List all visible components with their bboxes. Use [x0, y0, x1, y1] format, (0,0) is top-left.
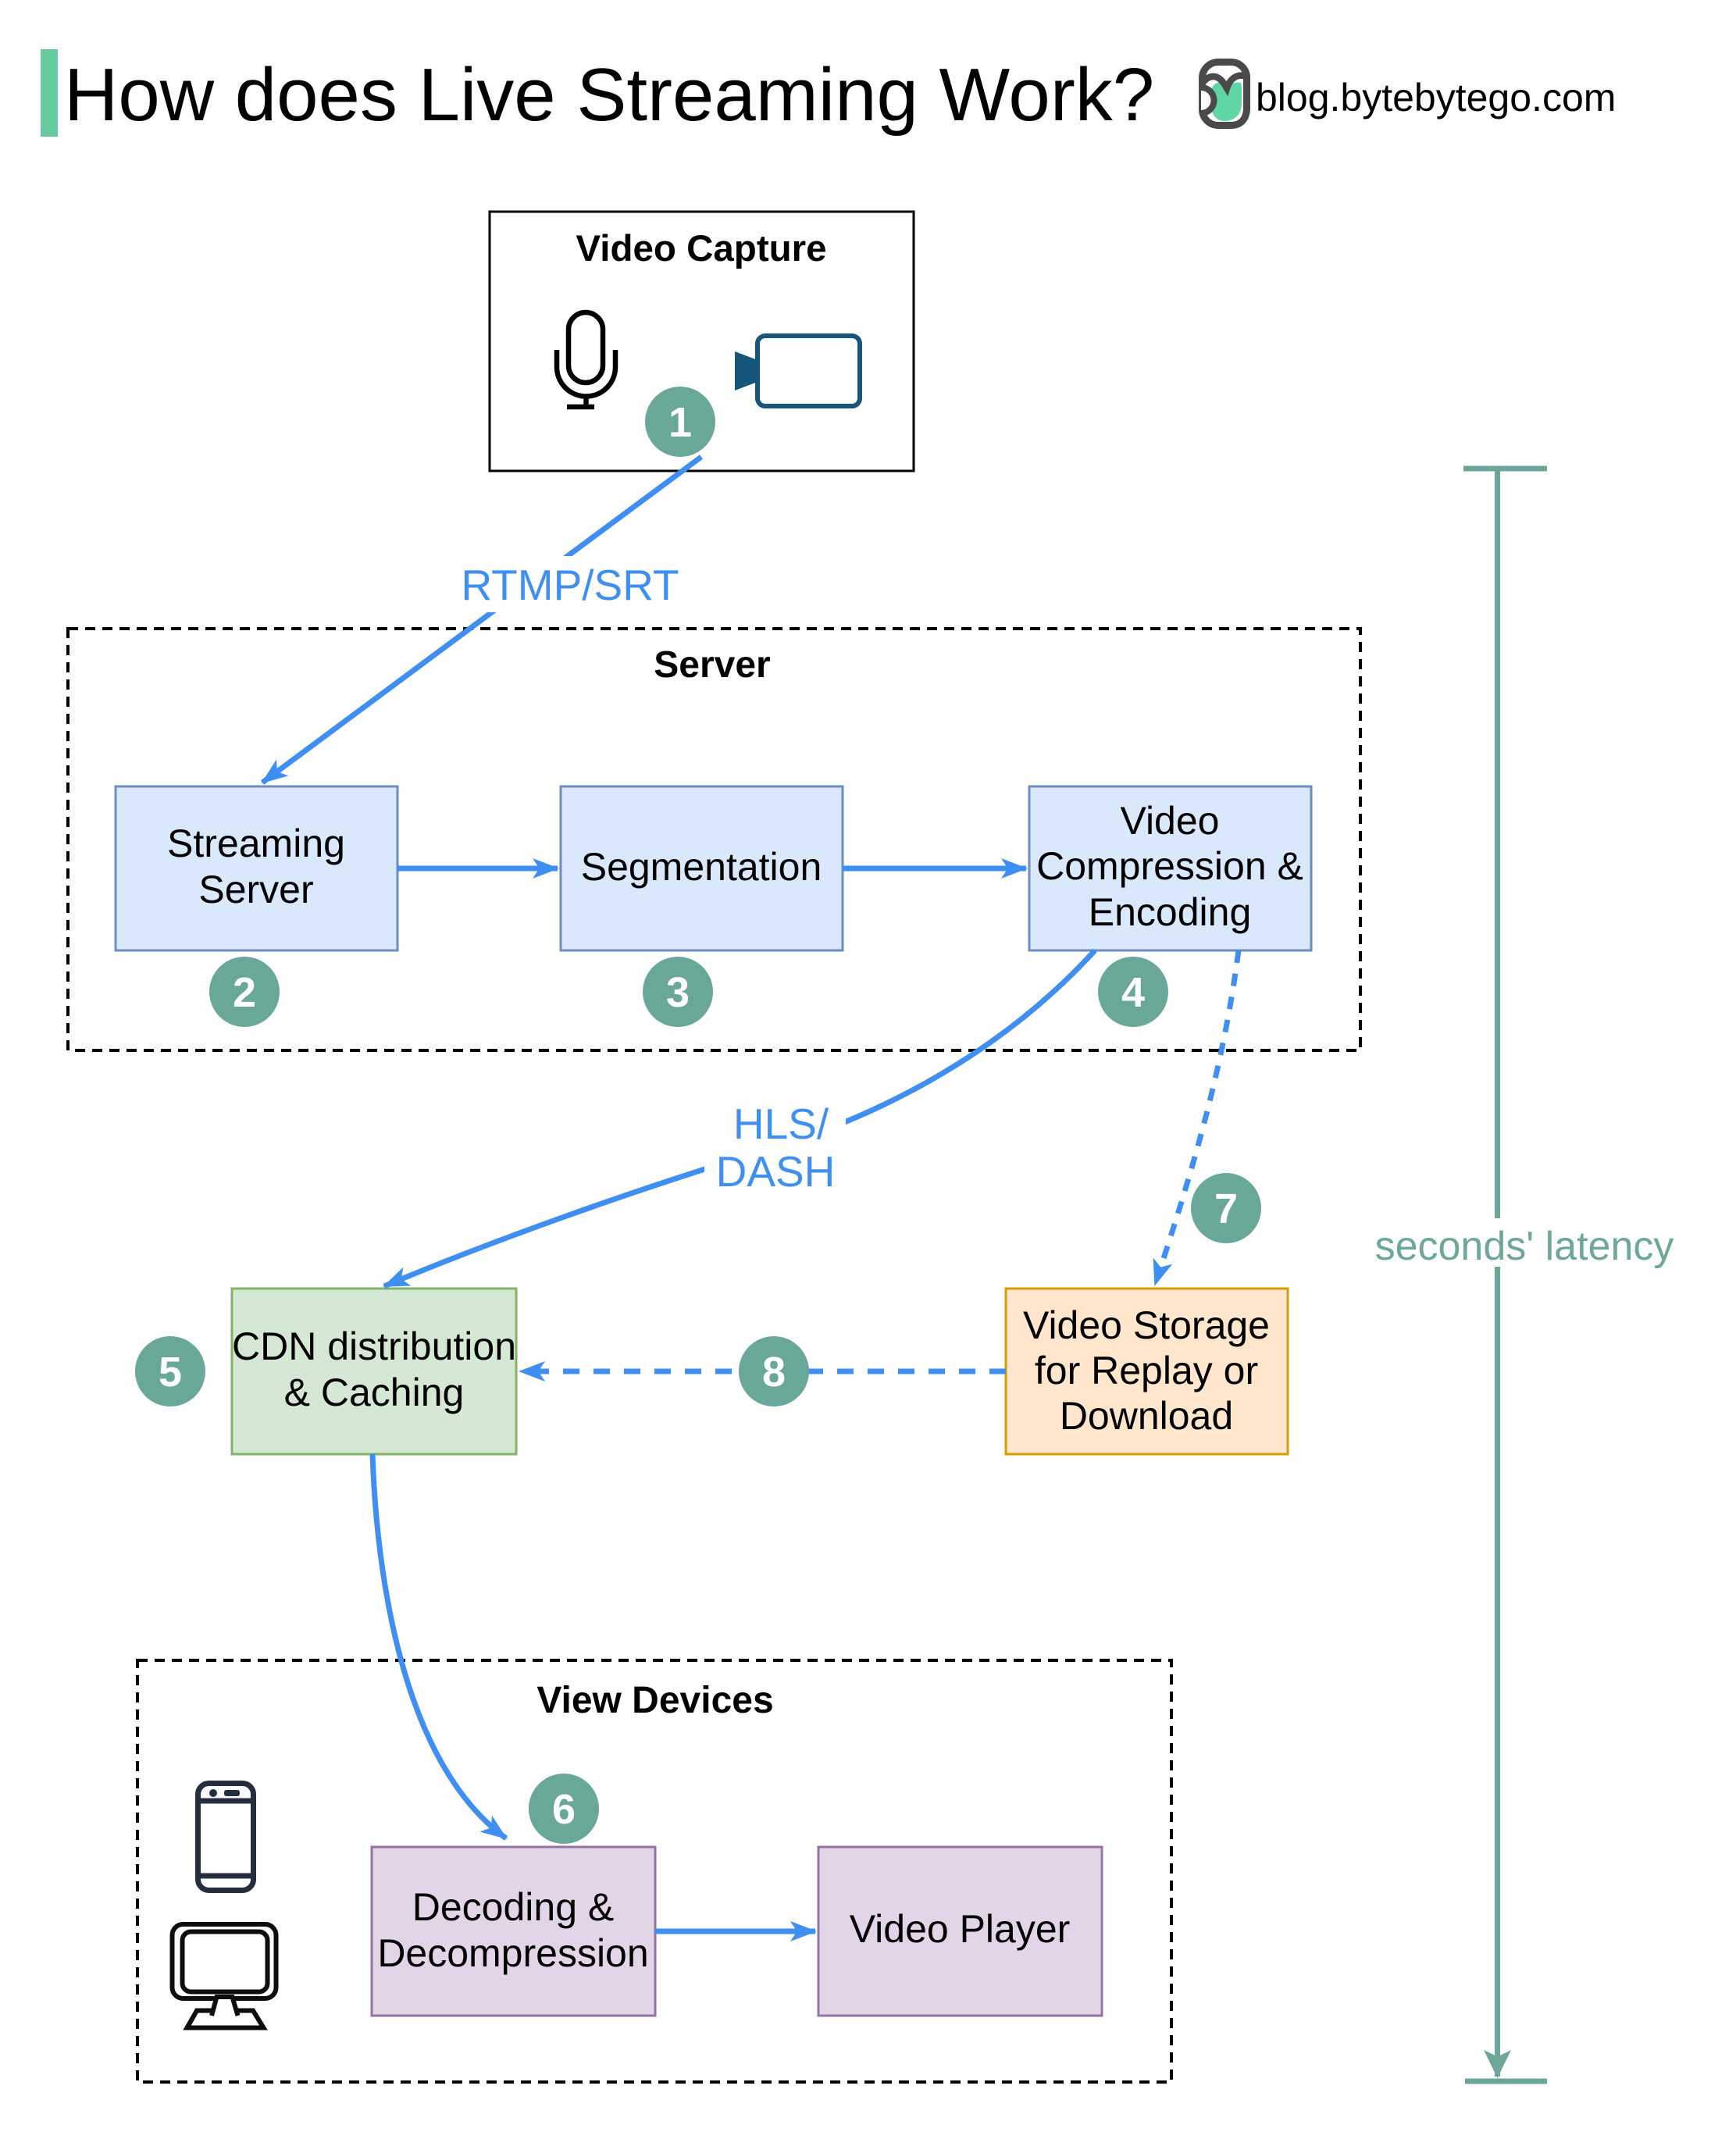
svg-text:seconds' latency: seconds' latency — [1375, 1224, 1674, 1269]
svg-text:Decoding &: Decoding & — [412, 1885, 615, 1929]
svg-text:Download: Download — [1060, 1394, 1233, 1438]
svg-text:Decompression: Decompression — [377, 1931, 648, 1975]
svg-text:Video Player: Video Player — [850, 1907, 1071, 1951]
svg-text:4: 4 — [1121, 969, 1145, 1016]
svg-text:Streaming: Streaming — [167, 822, 345, 865]
svg-text:8: 8 — [762, 1349, 786, 1396]
svg-text:CDN distribution: CDN distribution — [232, 1324, 516, 1368]
svg-text:Segmentation: Segmentation — [581, 845, 822, 889]
svg-text:DASH: DASH — [716, 1147, 836, 1196]
svg-text:How does Live Streaming Work?: How does Live Streaming Work? — [64, 53, 1154, 137]
svg-text:View Devices: View Devices — [536, 1680, 773, 1721]
svg-text:Video Storage: Video Storage — [1023, 1303, 1270, 1347]
svg-text:2: 2 — [233, 969, 256, 1016]
svg-text:Server: Server — [198, 868, 313, 911]
svg-text:Encoding: Encoding — [1089, 890, 1252, 934]
svg-text:RTMP/SRT: RTMP/SRT — [461, 561, 679, 609]
svg-text:Video: Video — [1121, 799, 1220, 843]
svg-text:Server: Server — [654, 644, 770, 686]
svg-text:Video Capture: Video Capture — [576, 228, 826, 269]
svg-text:& Caching: & Caching — [284, 1371, 465, 1414]
svg-text:Compression &: Compression & — [1036, 844, 1303, 888]
svg-text:3: 3 — [666, 969, 690, 1016]
svg-text:blog.bytebytego.com: blog.bytebytego.com — [1256, 76, 1616, 119]
svg-text:7: 7 — [1214, 1185, 1238, 1232]
svg-text:HLS/: HLS/ — [733, 1100, 829, 1148]
svg-text:5: 5 — [159, 1349, 182, 1396]
svg-text:for Replay or: for Replay or — [1035, 1349, 1258, 1392]
svg-text:1: 1 — [668, 399, 692, 446]
svg-text:6: 6 — [552, 1786, 576, 1833]
